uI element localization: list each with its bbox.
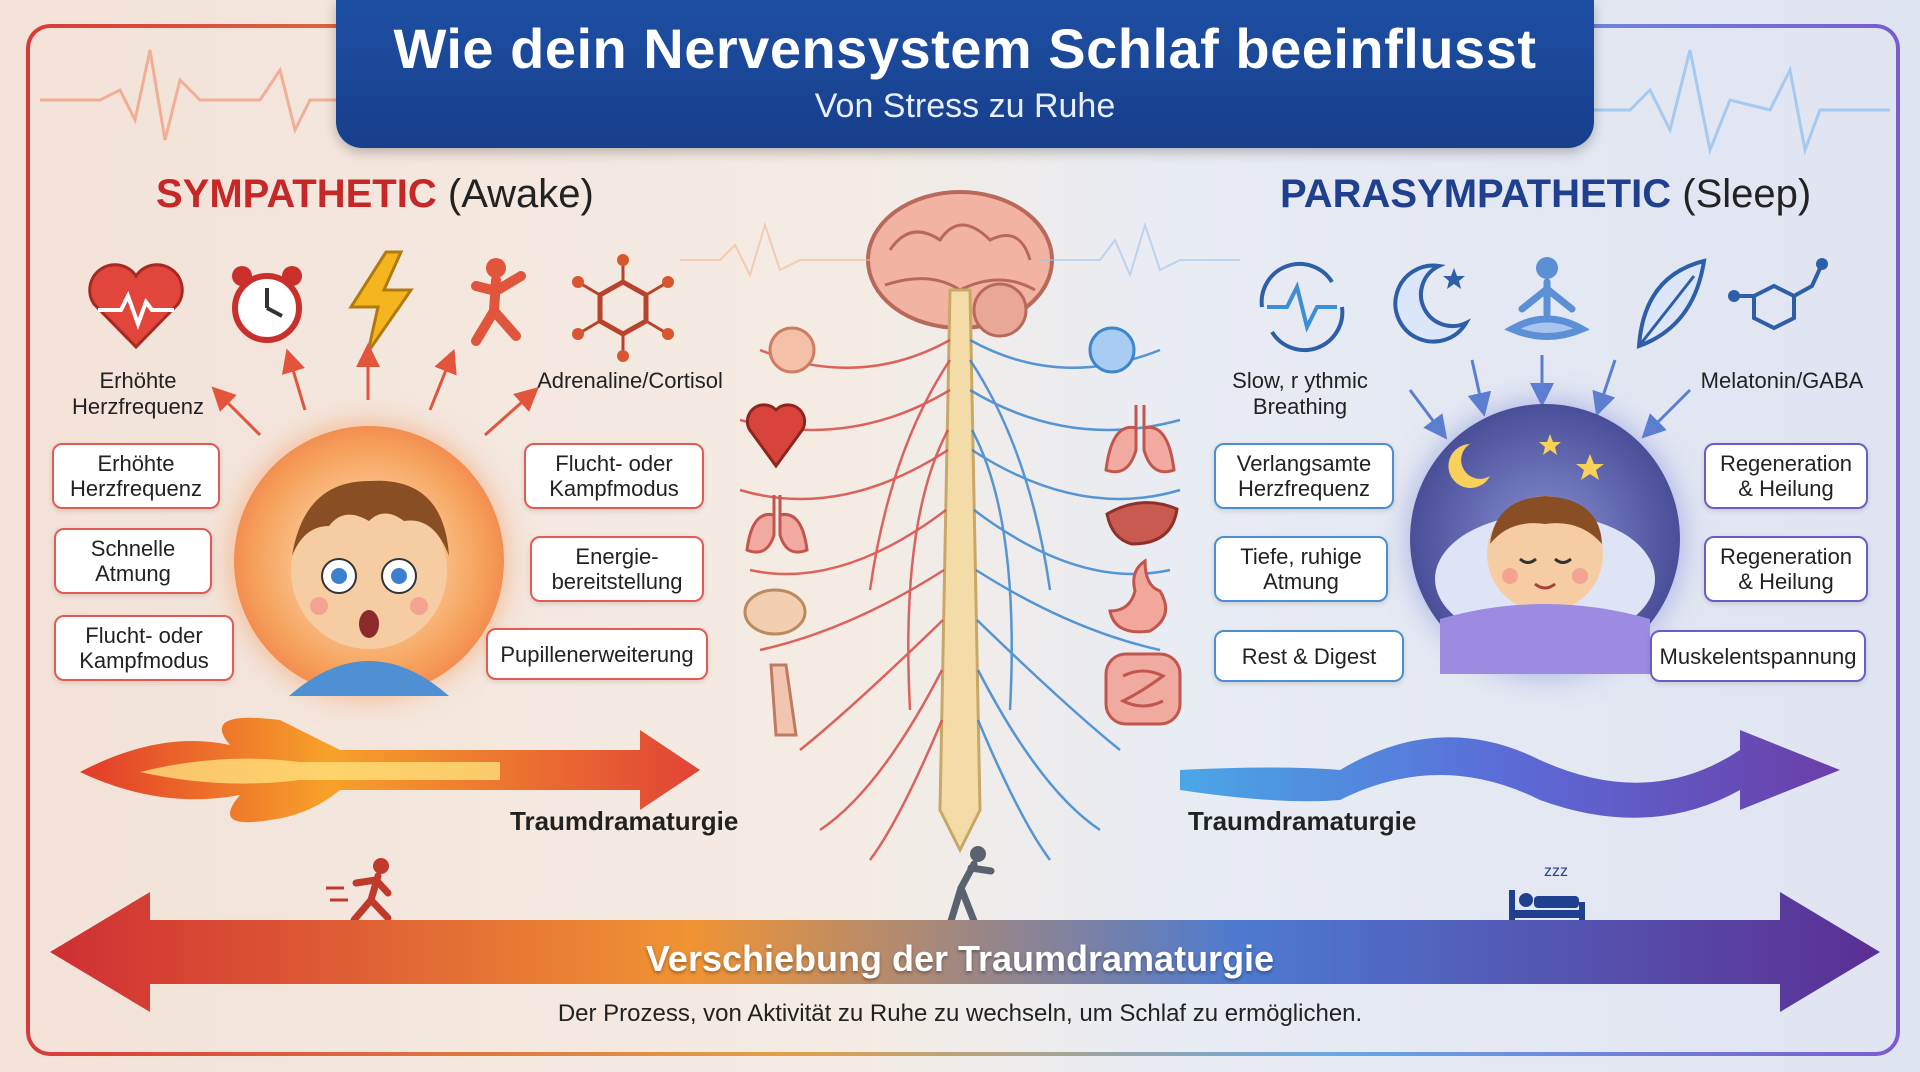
svg-text:zzz: zzz bbox=[1544, 863, 1568, 880]
sympathetic-right-box-3: Pupillenerweiterung bbox=[486, 628, 708, 680]
lungs-organ-icon-right bbox=[1104, 405, 1176, 474]
parasympathetic-phase-label: Traumdramaturgie bbox=[1188, 806, 1417, 836]
sympathetic-heading-suffix: (Awake) bbox=[447, 172, 594, 216]
glands-organ-icon bbox=[743, 588, 807, 636]
intestines-organ-icon bbox=[1104, 652, 1182, 726]
heartbeat-line-center bbox=[680, 221, 1240, 278]
lightning-icon bbox=[348, 250, 414, 353]
sympathetic-phase-label: Traumdramaturgie bbox=[510, 806, 739, 836]
heart-organ-icon bbox=[745, 403, 807, 469]
bottom-caption: Der Prozess, von Aktivität zu Ruhe zu we… bbox=[557, 1000, 1363, 1027]
bottom-double-arrow bbox=[50, 892, 1880, 1012]
parasympathetic-heading: PARASYMPATHETIC (Sleep) bbox=[1280, 172, 1811, 217]
parasympathetic-arrows bbox=[1408, 355, 1692, 440]
running-person-icon bbox=[471, 258, 526, 346]
sympathetic-right-box-1: Flucht- oder Kampfmodus bbox=[524, 443, 704, 509]
sympathetic-left-box-3: Flucht- oder Kampfmodus bbox=[54, 615, 234, 681]
molecule-icon bbox=[572, 254, 674, 362]
page-title: Wie dein Nervensystem Schlaf beeinflusst bbox=[393, 17, 1537, 80]
sleeping-bed-icon: zzz bbox=[1509, 863, 1585, 930]
stressed-child-illustration bbox=[234, 426, 504, 696]
melatonin-icon-label: Melatonin/GABA bbox=[1700, 368, 1864, 393]
parasympathetic-right-box-1: Regeneration & Heilung bbox=[1704, 443, 1868, 509]
muscle-organ-icon bbox=[769, 663, 798, 737]
sympathetic-heading: SYMPATHETIC (Awake) bbox=[156, 172, 594, 217]
feather-icon bbox=[1636, 258, 1707, 349]
heartbeat-line-left bbox=[40, 49, 340, 141]
sympathetic-left-box-2: Schnelle Atmung bbox=[54, 528, 212, 594]
parasympathetic-left-box-1: Verlangsamte Herzfrequenz bbox=[1214, 443, 1394, 509]
sympathetic-heading-label: SYMPATHETIC bbox=[156, 172, 437, 216]
parasympathetic-left-box-2: Tiefe, ruhige Atmung bbox=[1214, 536, 1388, 602]
lungs-organ-icon bbox=[745, 495, 809, 554]
sympathetic-left-box-1: Erhöhte Herzfrequenz bbox=[52, 443, 220, 509]
sympathetic-right-box-2: Energie- bereitstellung bbox=[530, 536, 704, 602]
wave-arrow bbox=[1180, 730, 1840, 818]
title-banner: Wie dein Nervensystem Schlaf beeinflusst… bbox=[336, 0, 1594, 148]
liver-organ-icon bbox=[1105, 501, 1179, 546]
heartbeat-line-right bbox=[1590, 49, 1890, 156]
page-subtitle: Von Stress zu Ruhe bbox=[814, 87, 1116, 125]
stretching-person-icon bbox=[947, 846, 995, 925]
moon-stars-icon bbox=[1393, 263, 1472, 344]
parasympathetic-left-box-3: Rest & Digest bbox=[1214, 630, 1404, 682]
parasympathetic-heading-label: PARASYMPATHETIC bbox=[1280, 172, 1672, 216]
stomach-organ-icon bbox=[1108, 558, 1168, 634]
meditation-icon bbox=[1504, 257, 1590, 340]
breathing-wave-icon bbox=[1259, 261, 1345, 353]
sympathetic-arrows bbox=[211, 343, 539, 437]
melatonin-molecule-icon bbox=[1728, 258, 1828, 331]
heart-rate-icon-label: Erhöhte Herzfrequenz bbox=[71, 368, 205, 419]
heart-icon bbox=[88, 263, 184, 350]
runner-icon bbox=[326, 858, 392, 924]
sleeping-child-illustration bbox=[1410, 404, 1680, 674]
breathing-icon-label: Slow, r ythmic Breathing bbox=[1232, 368, 1368, 419]
parasympathetic-heading-suffix: (Sleep) bbox=[1682, 172, 1812, 216]
parasympathetic-right-box-2: Regeneration & Heilung bbox=[1704, 536, 1868, 602]
parasympathetic-right-box-3: Muskelentspannung bbox=[1650, 630, 1866, 682]
alarm-clock-icon bbox=[232, 266, 302, 343]
adrenaline-icon-label: Adrenaline/Cortisol bbox=[537, 368, 723, 393]
flame-arrow bbox=[80, 717, 700, 823]
bottom-arrow-title: Verschiebung der Traumdramaturgie bbox=[645, 938, 1275, 979]
